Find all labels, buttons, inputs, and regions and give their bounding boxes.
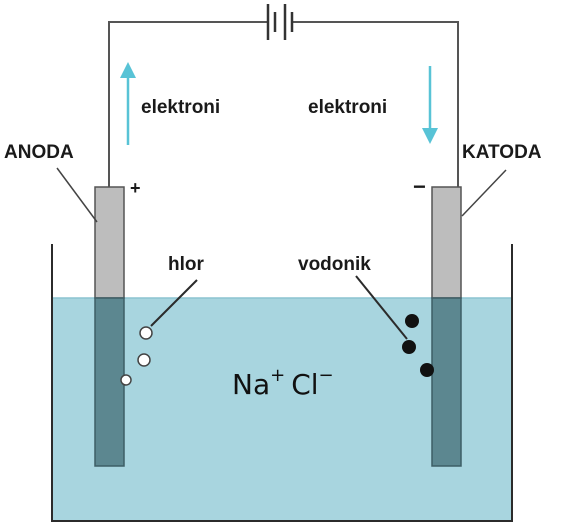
electrons-label-right: elektroni [308,97,387,118]
hydrogen-leader-line [355,275,408,340]
anode-sign: + [130,178,141,198]
chloride-ion: Cl [291,368,318,401]
cathode-leader-line [461,169,507,217]
hydrogen-bubble [405,314,419,328]
chlorine-label: hlor [168,254,204,275]
anode-leader-line [56,167,98,223]
cathode-electrode [431,186,462,467]
chlorine-bubble [137,353,151,367]
arrow-up-icon [120,62,136,145]
hydrogen-label: vodonik [298,254,371,275]
sodium-ion: Na [232,368,270,401]
chloride-charge: − [319,365,334,386]
chlorine-bubble [139,326,153,340]
circuit-wire [108,21,459,187]
electrons-label-left: elektroni [141,97,220,118]
hydrogen-bubble [402,340,416,354]
hydrogen-bubbles [402,314,434,377]
beaker [51,244,513,522]
hydrogen-bubble [420,363,434,377]
anode-label: ANODA [4,142,74,163]
ion-formula: Na+ Cl− [232,365,334,401]
arrow-down-icon [422,66,438,144]
chlorine-leader-line [150,279,198,327]
cathode-sign: − [413,174,426,199]
sodium-charge: + [270,365,285,386]
chlorine-bubbles [120,326,153,386]
battery-icon [266,4,294,40]
anode-electrode [94,186,125,467]
cathode-label: KATODA [462,142,542,163]
chlorine-bubble [120,374,132,386]
